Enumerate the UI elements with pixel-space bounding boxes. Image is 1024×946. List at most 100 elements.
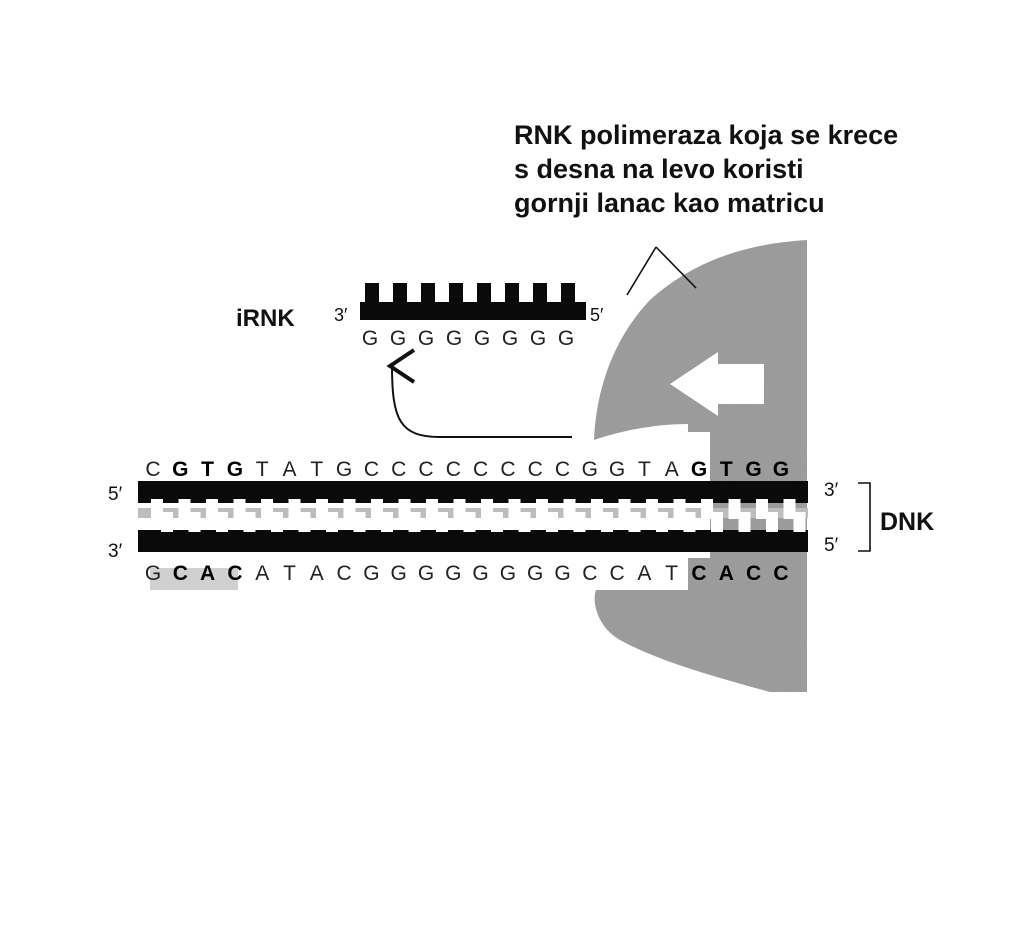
dna-bottom-base: A: [719, 562, 734, 585]
mrna-bases: GGGGGGGG: [362, 327, 574, 350]
dna-bottom-base: G: [145, 562, 161, 585]
dna-top-base: C: [145, 458, 160, 481]
mrna-tooth: [449, 283, 463, 305]
dna-bottom-base: A: [637, 562, 651, 585]
dna-top-base: G: [691, 458, 707, 481]
dna-top-base: T: [310, 458, 323, 481]
bottom-rung: [656, 512, 668, 532]
bottom-rung: [546, 512, 558, 532]
dna-top-base: C: [418, 458, 433, 481]
dna-bottom-base: C: [227, 562, 242, 585]
dna-top-base: G: [773, 458, 789, 481]
bottom-rung: [161, 512, 173, 532]
dna-bottom-base: G: [554, 562, 570, 585]
mrna-tooth: [421, 283, 435, 305]
dna-top-base: G: [582, 458, 598, 481]
bottom-rung: [739, 512, 751, 532]
caption-line-2: s desna na levo koristi: [514, 152, 898, 186]
bottom-rung: [189, 512, 201, 532]
dna-label: DNK: [880, 508, 934, 536]
dna-top-base: A: [282, 458, 296, 481]
mrna-5-end: 5′: [590, 305, 604, 325]
bottom-rung: [326, 512, 338, 532]
dna-bottom-base: A: [310, 562, 324, 585]
synthesis-arrow-icon: [392, 366, 572, 437]
mrna-tooth: [477, 283, 491, 305]
bottom-rung: [464, 512, 476, 532]
dna-top-base: G: [336, 458, 352, 481]
dna-bottom-3-end: 3′: [108, 541, 123, 562]
mrna-label: iRNK: [236, 305, 295, 332]
dna-top-5-end: 5′: [108, 484, 123, 505]
mrna-base: G: [530, 327, 546, 350]
caption-line-3: gornji lanac kao matricu: [514, 186, 898, 220]
dna-top-base: C: [391, 458, 406, 481]
dna-bottom-base: G: [472, 562, 488, 585]
dna-top-base: T: [256, 458, 269, 481]
mrna-teeth: [365, 283, 575, 305]
mrna-base: G: [418, 327, 434, 350]
mrna-base: G: [446, 327, 462, 350]
mrna-strand: iRNK 3′ 5′ GGGGGGGG: [236, 283, 604, 350]
bottom-rung: [629, 512, 641, 532]
mrna-tooth: [393, 283, 407, 305]
bottom-rung: [409, 512, 421, 532]
dna-bottom-base: T: [665, 562, 678, 585]
dna-bottom-base: G: [500, 562, 516, 585]
dna-top-base: G: [172, 458, 188, 481]
dna-top-base: C: [364, 458, 379, 481]
bottom-rung: [766, 512, 778, 532]
dna-top-base: T: [638, 458, 651, 481]
dna-bottom-base: G: [391, 562, 407, 585]
dna-bottom-base: T: [283, 562, 296, 585]
dna-bottom-base: C: [582, 562, 597, 585]
bottom-rung: [216, 512, 228, 532]
bottom-rung: [354, 512, 366, 532]
mrna-tooth: [365, 283, 379, 305]
mrna-tooth: [561, 283, 575, 305]
dna-bottom-base: G: [418, 562, 434, 585]
dna-bottom-base: C: [337, 562, 352, 585]
dna-bottom-5-end: 5′: [824, 535, 839, 556]
left-highlight: [150, 568, 238, 590]
dna-top-base: C: [446, 458, 461, 481]
dna-top-base: C: [555, 458, 570, 481]
bottom-rung: [794, 512, 806, 532]
bottom-rung: [436, 512, 448, 532]
dna-bottom-base: A: [200, 562, 215, 585]
bottom-rung: [244, 512, 256, 532]
pointer-line-left: [627, 247, 656, 295]
dna-top-base: G: [609, 458, 625, 481]
mrna-base: G: [390, 327, 406, 350]
bottom-rung: [601, 512, 613, 532]
dna-bottom-base: C: [773, 562, 788, 585]
dna-top-base: C: [473, 458, 488, 481]
bottom-rung: [574, 512, 586, 532]
bottom-rung: [684, 512, 696, 532]
mrna-base: G: [502, 327, 518, 350]
bottom-rung: [491, 512, 503, 532]
bottom-rung: [711, 512, 723, 532]
mrna-base: G: [474, 327, 490, 350]
dna-top-base: T: [201, 458, 214, 481]
mrna-tooth: [505, 283, 519, 305]
dna-bottom-base: C: [173, 562, 188, 585]
dna-bottom-base: G: [445, 562, 461, 585]
dna-top-base: A: [665, 458, 679, 481]
dna-bottom-base: G: [363, 562, 379, 585]
dna-top-base: T: [720, 458, 733, 481]
dna-top-base: C: [500, 458, 515, 481]
dna-bottom-base: A: [255, 562, 269, 585]
bottom-rung: [299, 512, 311, 532]
dna-bottom-base: C: [610, 562, 625, 585]
caption-line-1: RNK polimeraza koja se krece: [514, 118, 898, 152]
dna-bottom-base: G: [527, 562, 543, 585]
dna-bottom-base: C: [691, 562, 706, 585]
caption: RNK polimeraza koja se krece s desna na …: [514, 118, 898, 220]
bottom-rung: [381, 512, 393, 532]
mrna-base: G: [362, 327, 378, 350]
mrna-3-end: 3′: [334, 305, 348, 325]
dna-bracket: [858, 483, 870, 551]
